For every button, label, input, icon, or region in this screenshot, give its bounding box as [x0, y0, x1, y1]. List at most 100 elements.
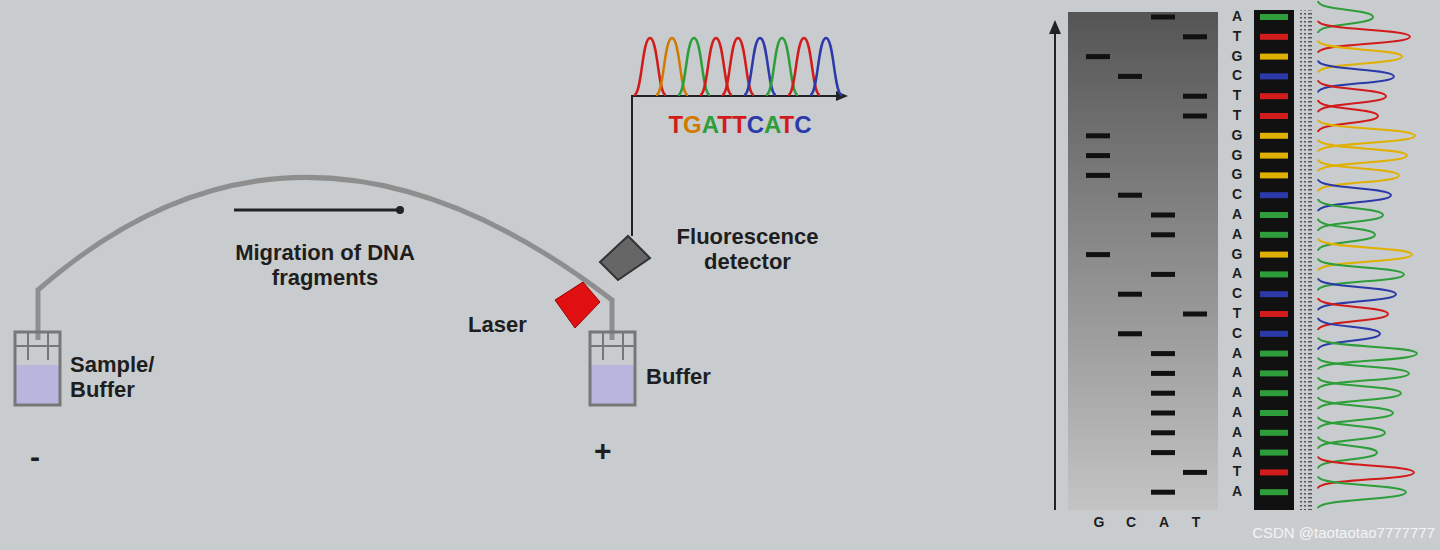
- strip-band: [1260, 410, 1288, 416]
- part-label: Laser: [468, 312, 548, 337]
- trace-peak: [1318, 140, 1407, 172]
- strip-band: [1260, 311, 1288, 317]
- base-letter: A: [1227, 424, 1247, 440]
- gel-band: [1151, 490, 1175, 495]
- part-label: Fluorescence detector: [640, 224, 855, 275]
- base-letter: A: [1227, 404, 1247, 420]
- base-letter: C: [1227, 186, 1247, 202]
- fluorescence-detector: [600, 236, 650, 280]
- base-letter: A: [1227, 483, 1247, 499]
- trace-peak: [1318, 258, 1404, 290]
- base-letter: T: [1227, 28, 1247, 44]
- gel-band: [1151, 232, 1175, 237]
- signal-axis: [632, 96, 840, 236]
- base-letter: C: [1227, 285, 1247, 301]
- trace-peak: [1318, 357, 1409, 389]
- trace-peak: [1318, 298, 1388, 330]
- gel-band: [1086, 133, 1110, 138]
- base-letter: A: [1227, 345, 1247, 361]
- strip-band: [1260, 232, 1288, 238]
- strip-band: [1260, 172, 1288, 178]
- gel-band: [1118, 292, 1142, 297]
- trace-peak: [1318, 80, 1386, 112]
- base-letter: T: [1227, 305, 1247, 321]
- strip-band: [1260, 73, 1288, 79]
- strip-band: [1260, 370, 1288, 376]
- base-letter: C: [1122, 514, 1140, 530]
- gel-band: [1183, 94, 1207, 99]
- base-letter: T: [1187, 514, 1205, 530]
- trace-peak: [1318, 456, 1414, 488]
- strip-band: [1260, 271, 1288, 277]
- gel-band: [1086, 252, 1110, 257]
- trace-peak: [1318, 179, 1391, 211]
- trace-peak: [1318, 159, 1399, 191]
- trace-peak: [1318, 120, 1415, 152]
- trace-peak: [1318, 239, 1412, 271]
- base-letter: G: [1227, 127, 1247, 143]
- gel-band: [1086, 153, 1110, 158]
- base-letter: T: [1227, 87, 1247, 103]
- part-label: -: [30, 440, 60, 475]
- strip-band: [1260, 54, 1288, 60]
- strip-band: [1260, 291, 1288, 297]
- trace-peak: [810, 38, 842, 95]
- base-letter: A: [1227, 364, 1247, 380]
- base-letter: G: [1227, 147, 1247, 163]
- part-label: Sample/ Buffer: [70, 352, 180, 403]
- base-letter: A: [1155, 514, 1173, 530]
- gel-band: [1151, 272, 1175, 277]
- gel-band: [1118, 331, 1142, 336]
- gel-band: [1118, 74, 1142, 79]
- strip-band: [1260, 93, 1288, 99]
- color-strip: [1254, 10, 1294, 510]
- gel-band: [1151, 450, 1175, 455]
- gel-band: [1151, 391, 1175, 396]
- part-label: Buffer: [646, 364, 746, 389]
- strip-band: [1260, 153, 1288, 159]
- strip-band: [1260, 212, 1288, 218]
- gel-band: [1183, 312, 1207, 317]
- base-letter: A: [1227, 8, 1247, 24]
- strip-band: [1260, 252, 1288, 258]
- base-letter: T: [1227, 463, 1247, 479]
- gel-band: [1151, 213, 1175, 218]
- gel-band: [1151, 430, 1175, 435]
- strip-band: [1260, 351, 1288, 357]
- base-letter: A: [1227, 384, 1247, 400]
- trace-peak: [1318, 199, 1383, 231]
- strip-band: [1260, 14, 1288, 20]
- strip-band: [1260, 450, 1288, 456]
- base-letter: A: [1227, 226, 1247, 242]
- strip-band: [1260, 331, 1288, 337]
- watermark: CSDN @taotaotao7777777: [1180, 524, 1435, 541]
- gel-band: [1183, 114, 1207, 119]
- trace-peak: [1318, 476, 1406, 508]
- trace-peak: [1318, 377, 1401, 409]
- part-label: Migration of DNA fragments: [190, 240, 460, 291]
- base-letter: C: [1227, 325, 1247, 341]
- strip-band: [1260, 430, 1288, 436]
- sample-vial: [15, 332, 60, 405]
- capillary: [38, 177, 612, 340]
- trace-peak: [1318, 338, 1417, 370]
- migration-axis: [1054, 30, 1056, 510]
- trace-peak: [1318, 41, 1402, 73]
- base-letter: A: [1227, 206, 1247, 222]
- gel: [1068, 12, 1218, 510]
- strip-band: [1260, 469, 1288, 475]
- tick-column: [1300, 10, 1312, 510]
- buffer-vial: [590, 332, 635, 405]
- strip-band: [1260, 390, 1288, 396]
- base-letter: A: [1227, 265, 1247, 281]
- part-label: +: [594, 434, 624, 469]
- part-label: TGATTCATC: [630, 111, 850, 139]
- gel-band: [1118, 193, 1142, 198]
- base-letter: G: [1090, 514, 1108, 530]
- laser: [555, 282, 600, 328]
- gel-band: [1151, 371, 1175, 376]
- strip-band: [1260, 113, 1288, 119]
- strip-band: [1260, 192, 1288, 198]
- trace-peak: [1318, 417, 1385, 449]
